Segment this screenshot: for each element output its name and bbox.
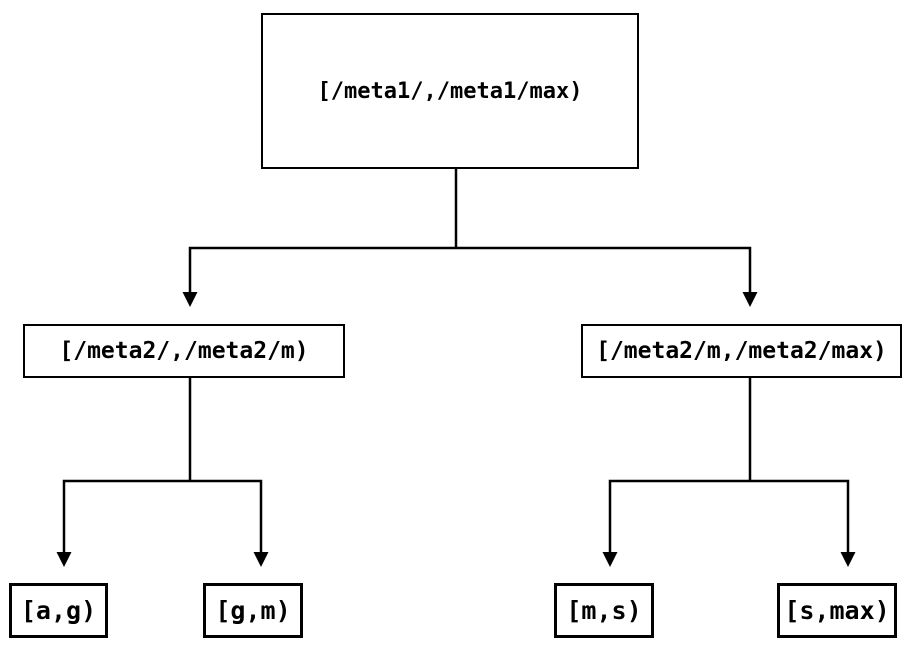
node-leaf-m-s: [m,s) <box>554 583 654 638</box>
arrowhead-icon <box>602 552 618 567</box>
edge-meta2-high-to-children <box>602 377 856 567</box>
node-leaf-a-g: [a,g) <box>9 583 108 638</box>
arrowhead-icon <box>56 552 72 567</box>
node-root: [/meta1/,/meta1/max) <box>261 13 639 169</box>
arrowhead-icon <box>742 292 758 307</box>
edge-line <box>188 246 752 293</box>
node-meta2-high: [/meta2/m,/meta2/max) <box>581 324 902 378</box>
edge-meta2-low-to-children <box>56 377 269 567</box>
edge-line <box>62 479 263 553</box>
node-meta2-low: [/meta2/,/meta2/m) <box>23 324 345 378</box>
node-leaf-g-m: [g,m) <box>203 583 303 638</box>
node-leaf-s-max: [s,max) <box>777 583 897 638</box>
edge-root-to-children <box>182 168 758 307</box>
arrowhead-icon <box>253 552 269 567</box>
arrowhead-icon <box>182 292 198 307</box>
arrowhead-icon <box>840 552 856 567</box>
edge-line <box>608 479 850 553</box>
